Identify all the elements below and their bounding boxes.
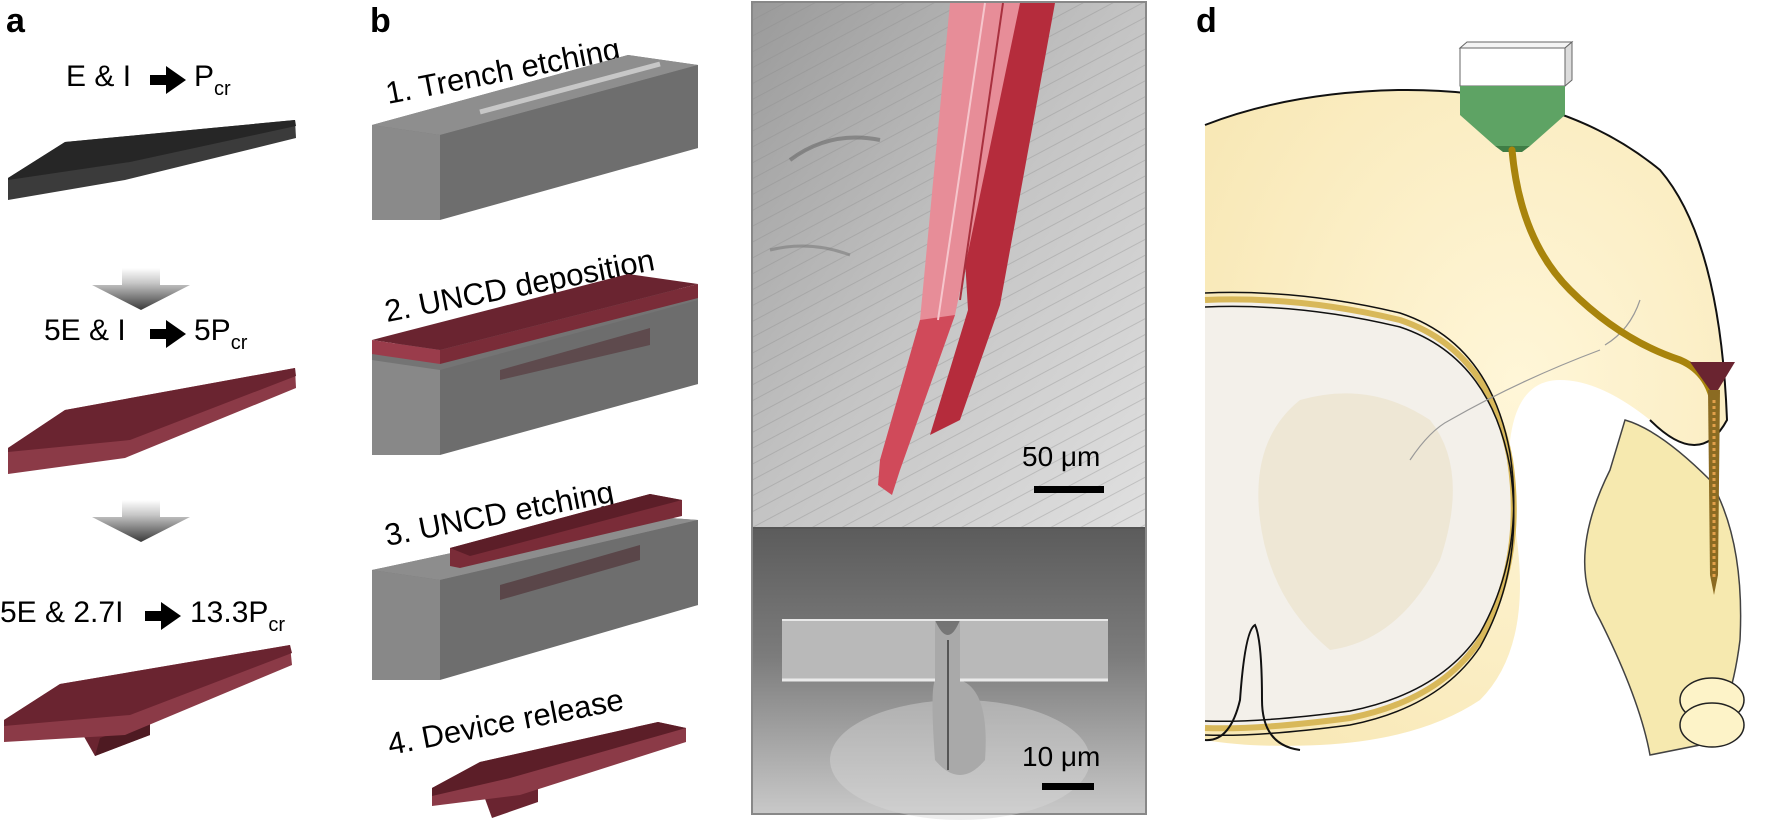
equation-1-rhs: Pcr — [194, 60, 231, 100]
implanted-probe — [1690, 362, 1735, 595]
down-arrow-icon — [92, 268, 190, 310]
arrow-right-icon — [145, 602, 181, 630]
panel-d: d — [1196, 2, 1745, 756]
nerve-tube-2 — [1679, 702, 1745, 748]
brain-illustration — [1204, 88, 1745, 756]
equation-1-lhs: E & I — [66, 60, 131, 93]
block-step-1 — [372, 55, 698, 220]
sem-image-bottom: 10 μm — [753, 529, 1145, 820]
beam-black — [8, 120, 296, 200]
sem-image-top: 50 μm — [753, 2, 1145, 527]
scale-bar-label-bottom: 10 μm — [1022, 741, 1100, 772]
implant-connector — [1458, 40, 1574, 152]
sem-divider — [753, 527, 1145, 529]
block-step-3 — [372, 494, 698, 680]
panel-letter-a: a — [6, 2, 26, 40]
beam-t-shape — [4, 645, 292, 756]
equation-3-lhs: 5E & 2.7I — [0, 596, 123, 629]
beam-red — [8, 368, 296, 474]
equation-2-rhs: 5Pcr — [194, 314, 248, 354]
probe-pseudocolored — [878, 2, 1055, 495]
sem-frame — [751, 1, 1147, 815]
panel-letter-d: d — [1196, 2, 1217, 40]
panel-c: c 50 μm — [751, 1, 1147, 820]
arrow-right-icon — [150, 320, 186, 348]
down-arrow-icon — [92, 500, 190, 542]
scale-bar-top — [1034, 486, 1104, 493]
panel-letter-b: b — [370, 2, 391, 40]
scale-bar-bottom — [1042, 783, 1094, 790]
block-step-2 — [372, 274, 698, 455]
arrow-right-icon — [150, 66, 186, 94]
equation-3-rhs: 13.3Pcr — [190, 596, 285, 636]
device-released — [432, 722, 686, 818]
panel-a: a E & I Pcr 5E & I 5Pcr 5E & 2.7I 13.3Pc… — [0, 2, 296, 756]
probe-cross-section — [782, 619, 1108, 775]
scale-bar-label-top: 50 μm — [1022, 441, 1100, 472]
equation-2-lhs: 5E & I — [44, 314, 126, 347]
panel-b: b 1. Trench etching 2. UNCD deposition 3… — [370, 2, 698, 818]
